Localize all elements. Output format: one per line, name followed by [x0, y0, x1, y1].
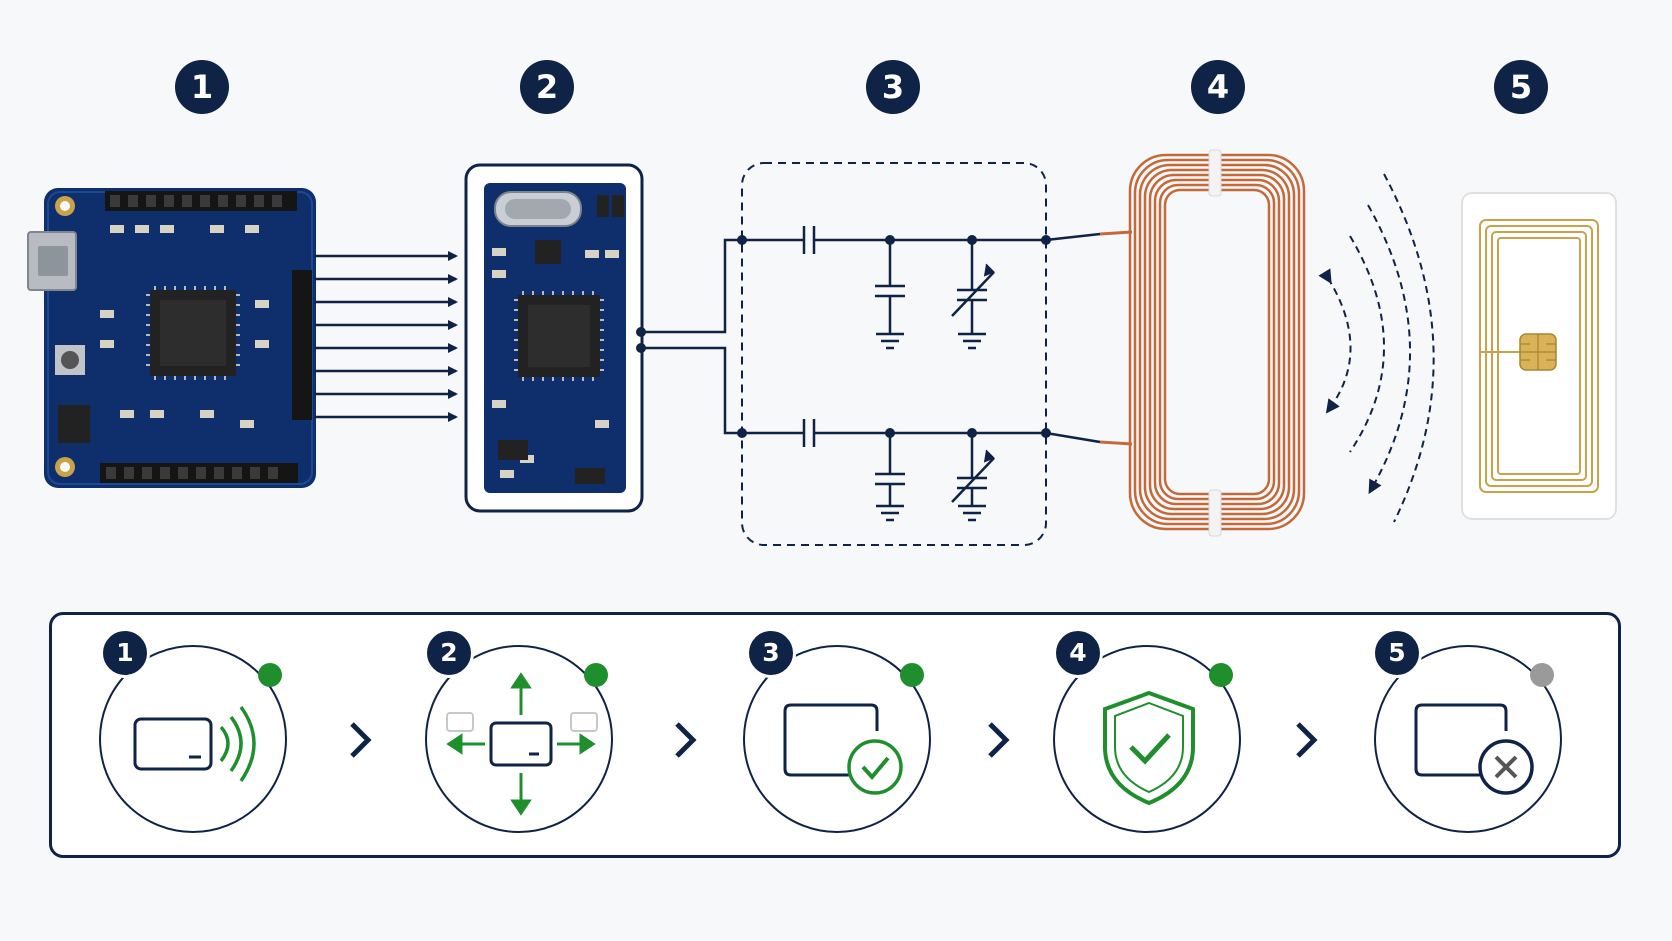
chevron-right-icon: [671, 720, 699, 764]
stage-badge-3: 3: [866, 60, 920, 114]
rfid-card: [1461, 192, 1617, 520]
step-2-badge: 2: [424, 628, 474, 678]
step-3-badge: 3: [746, 628, 796, 678]
matching-network: [641, 162, 1101, 546]
chevron-right-icon: [346, 720, 374, 764]
data-bus-arrows: [315, 251, 458, 422]
step-1-status-dot: [258, 663, 282, 687]
chevron-right-icon: [984, 720, 1012, 764]
chevron-right-icon: [1292, 720, 1320, 764]
shield-check-icon: [1103, 690, 1195, 806]
card-directions-icon: [446, 672, 598, 816]
rfid-reader-module: [464, 163, 644, 513]
stage-badge-5: 5: [1494, 60, 1548, 114]
hardware-diagram: [27, 149, 1617, 546]
microcontroller-board: [27, 188, 316, 488]
step-4-status-dot: [1209, 663, 1233, 687]
junction-dots: [636, 235, 1051, 438]
antenna-coil: [1099, 153, 1306, 531]
step-5-status-dot: [1530, 663, 1554, 687]
card-check-icon: [783, 703, 903, 795]
card-signal-icon: [133, 705, 256, 782]
step-1-badge: 1: [100, 628, 150, 678]
step-2-status-dot: [584, 663, 608, 687]
step-4-badge: 4: [1053, 628, 1103, 678]
rf-field-waves: [1318, 173, 1435, 523]
step-3-status-dot: [900, 663, 924, 687]
stage-badge-1: 1: [175, 60, 229, 114]
card-error-icon: [1414, 703, 1534, 795]
step-5-badge: 5: [1372, 628, 1422, 678]
stage-badge-4: 4: [1191, 60, 1245, 114]
stage-badge-2: 2: [520, 60, 574, 114]
